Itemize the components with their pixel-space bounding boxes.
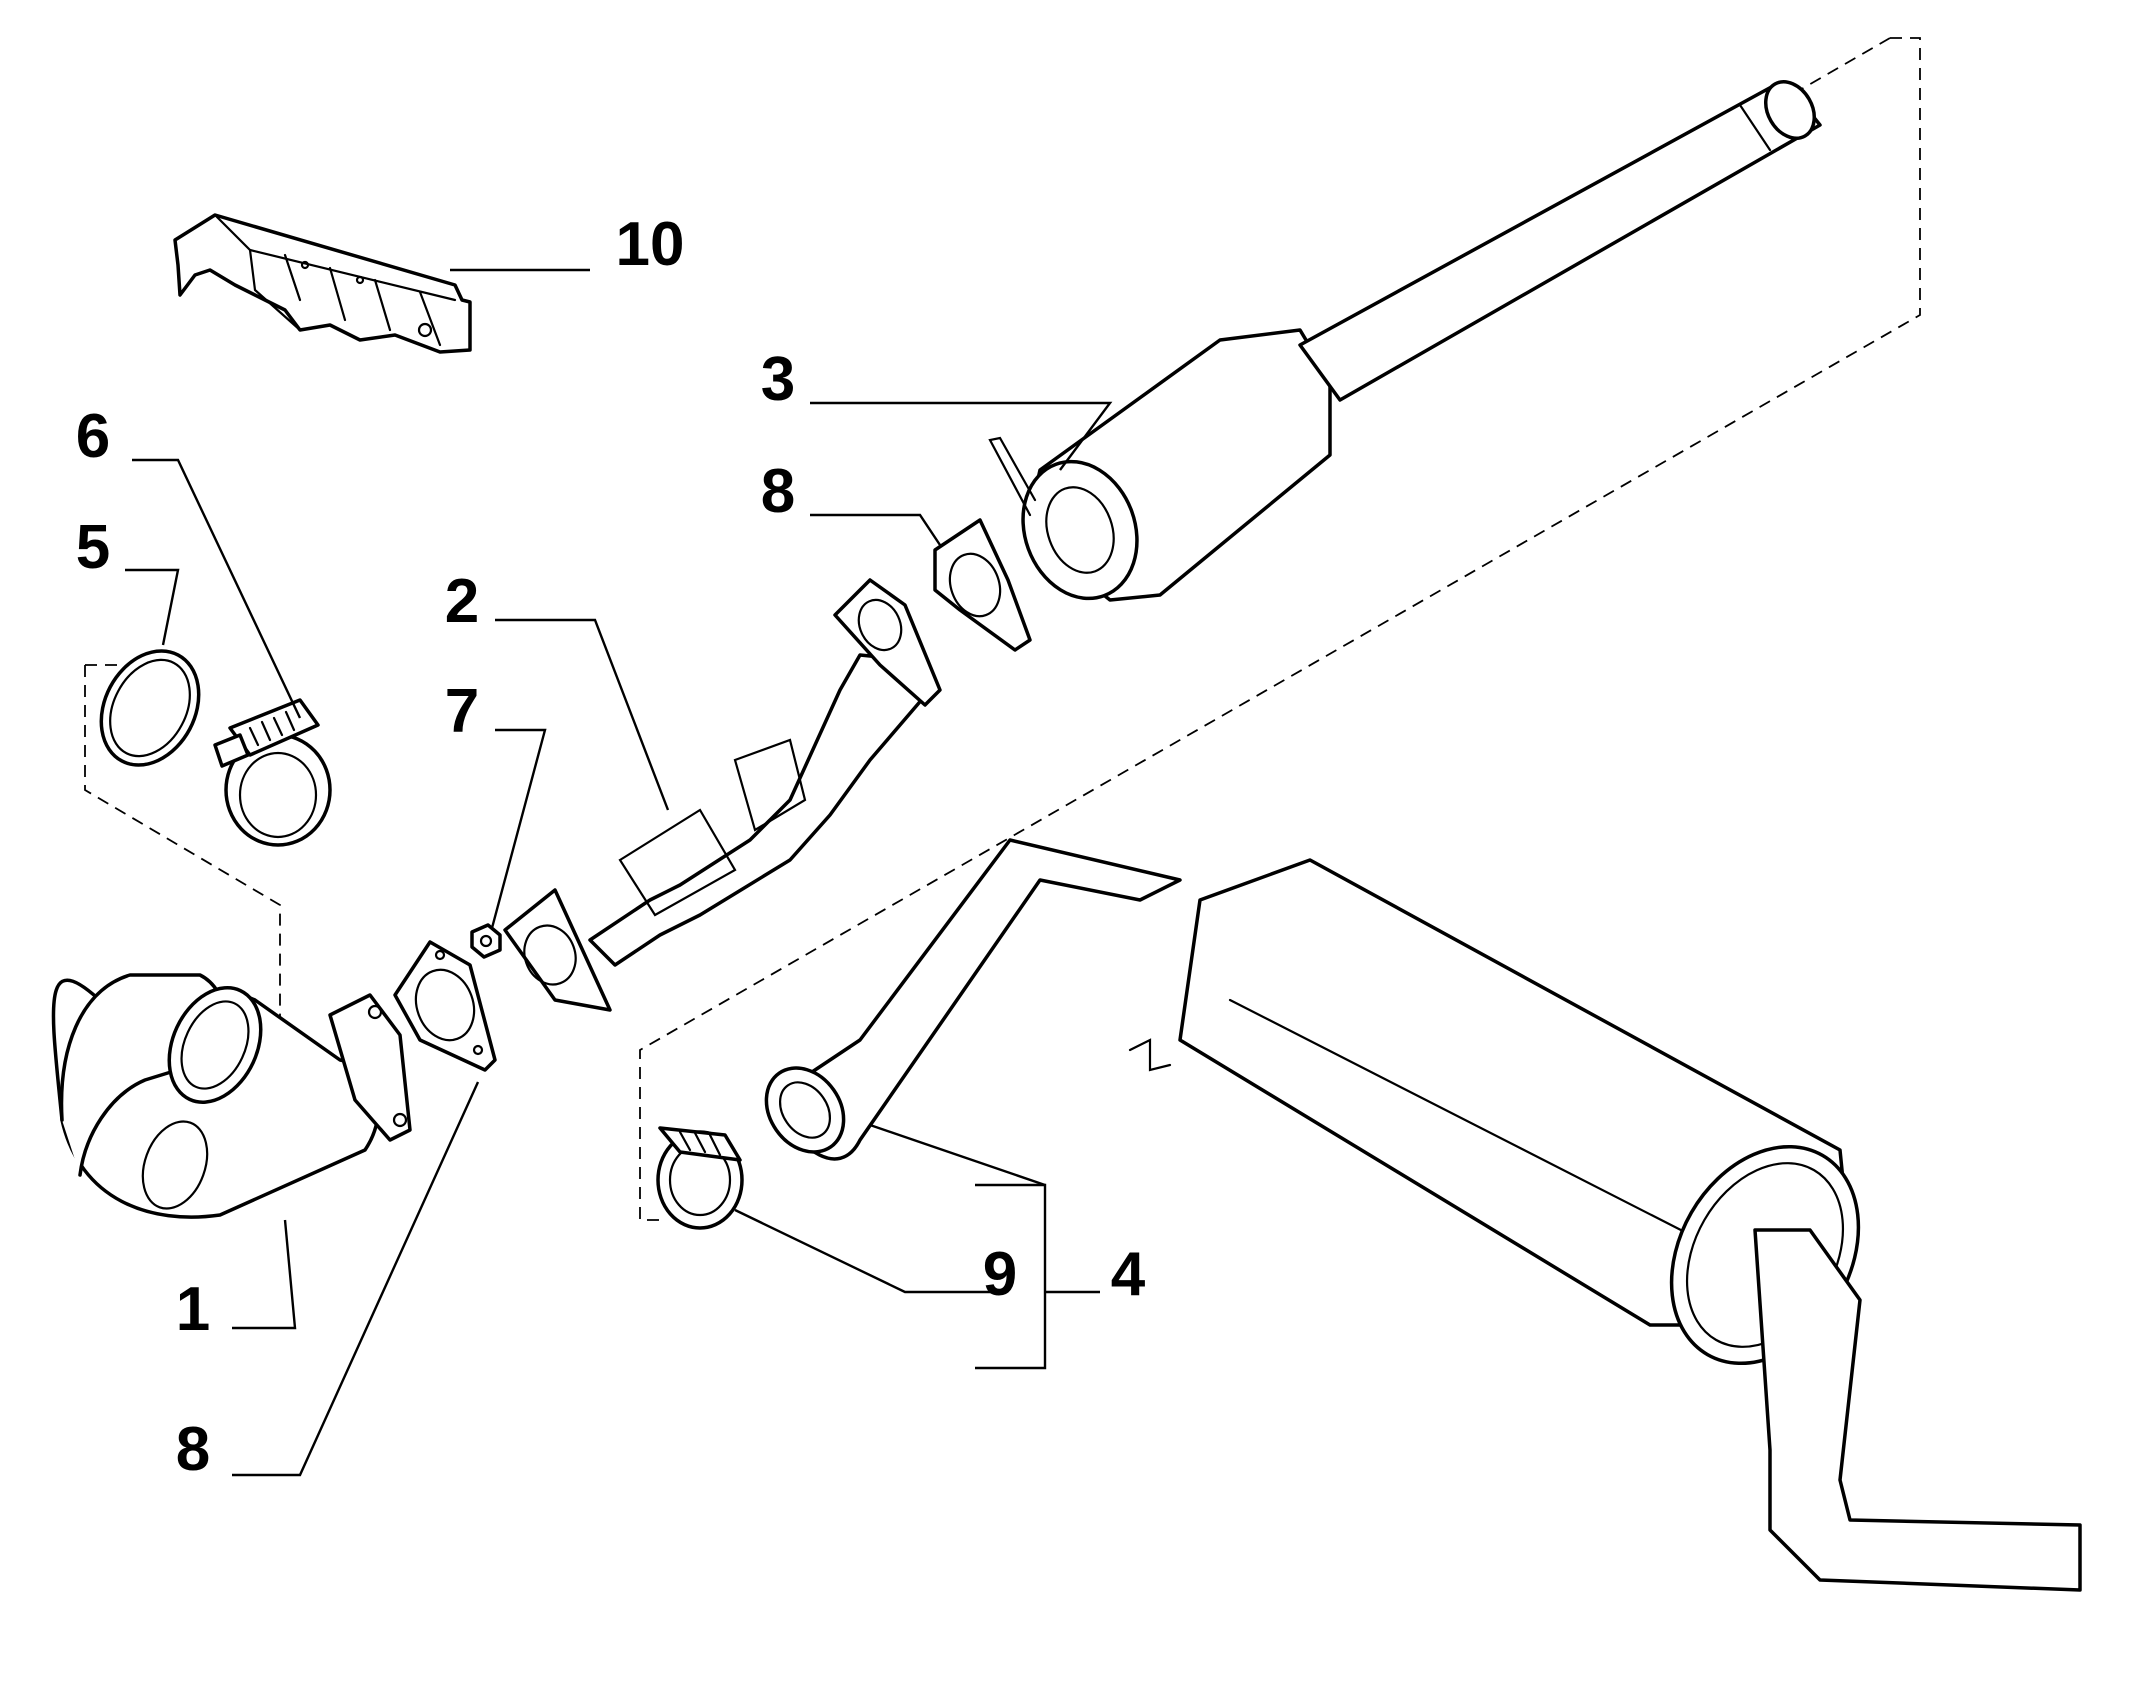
callout-label-2: 2 [444, 567, 480, 636]
band-clamp-part [213, 698, 332, 847]
rear-silencer-part [764, 838, 2082, 1592]
leader-lines [125, 268, 1113, 1477]
rear-clamp-part [656, 1126, 744, 1230]
callout-label-5: 5 [75, 513, 111, 582]
callout-label-1: 1 [175, 1275, 211, 1344]
nut-part [470, 923, 502, 959]
catalytic-converter-part [51, 973, 412, 1219]
heat-shield-part [173, 213, 472, 354]
callout-label-10: 10 [615, 210, 685, 279]
callout-label-8-upper: 8 [760, 457, 796, 526]
sealing-ring-part [99, 649, 201, 767]
flange-gasket-upper-part [933, 518, 1032, 652]
callout-label-8-lower: 8 [175, 1415, 211, 1484]
front-pipe-part [503, 578, 942, 1012]
callout-label-7: 7 [444, 677, 480, 746]
particulate-filter-pipe-part [988, 80, 1822, 602]
flange-gasket-lower-part [393, 940, 497, 1072]
callout-label-9: 9 [982, 1240, 1018, 1309]
callout-label-6: 6 [75, 402, 111, 471]
callout-label-4: 4 [1110, 1240, 1146, 1309]
callout-label-3: 3 [760, 345, 796, 414]
